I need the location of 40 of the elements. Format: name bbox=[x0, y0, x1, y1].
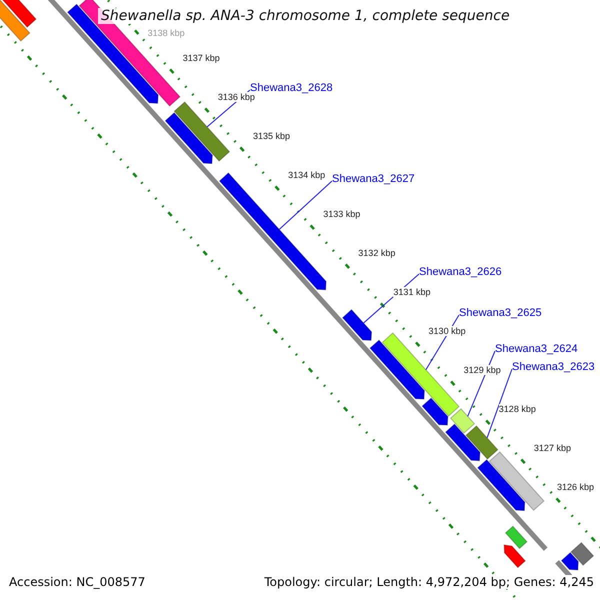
tick-label: 3138 kbp bbox=[148, 28, 185, 38]
gene-label: Shewana3_2624 bbox=[495, 343, 578, 355]
gene-feature bbox=[422, 397, 448, 426]
gene-feature bbox=[0, 0, 37, 28]
gene-label: Shewana3_2628 bbox=[250, 82, 333, 94]
gene-feature bbox=[342, 308, 372, 341]
gene-feature bbox=[477, 459, 526, 512]
leader-line bbox=[278, 180, 332, 230]
gene-feature bbox=[570, 542, 594, 566]
gene-feature bbox=[174, 101, 230, 162]
tick-label: 3131 kbp bbox=[393, 287, 430, 298]
leader-line bbox=[486, 368, 512, 438]
gene-feature bbox=[465, 425, 498, 460]
gene-feature bbox=[444, 423, 481, 462]
tick-label: 3136 kbp bbox=[218, 92, 255, 102]
tick-label: 3129 kbp bbox=[464, 365, 501, 376]
tick-label: 3137 kbp bbox=[182, 53, 220, 64]
gene-feature bbox=[0, 0, 30, 42]
gene-feature bbox=[369, 339, 425, 400]
gene-feature bbox=[504, 544, 526, 568]
gene-feature bbox=[450, 408, 476, 434]
tick-label: 3132 kbp bbox=[358, 248, 396, 258]
accession-text: Accession: NC_008577 bbox=[9, 575, 146, 589]
gene-feature bbox=[488, 451, 545, 511]
tick-label: 3134 kbp bbox=[288, 170, 326, 180]
tick-label: 3135 kbp bbox=[252, 131, 290, 142]
leader-line bbox=[467, 350, 496, 417]
tick-label: 3127 kbp bbox=[534, 443, 571, 454]
gene-feature bbox=[560, 552, 579, 571]
gene-label: Shewana3_2623 bbox=[512, 361, 595, 373]
gene-label: Shewana3_2626 bbox=[419, 266, 502, 278]
tick-label: 3126 kbp bbox=[557, 482, 594, 492]
gene-label: Shewana3_2627 bbox=[332, 173, 415, 185]
gene-label: Shewana3_2625 bbox=[459, 307, 542, 319]
tick-label: 3128 kbp bbox=[498, 404, 536, 414]
gene-feature bbox=[164, 112, 213, 164]
genome-info-text: Topology: circular; Length: 4,972,204 bp; Genes: 4,245 bbox=[264, 575, 594, 589]
tick-label: 3130 kbp bbox=[428, 326, 466, 336]
tick-label: 3133 kbp bbox=[323, 209, 360, 220]
gene-feature bbox=[504, 526, 528, 550]
